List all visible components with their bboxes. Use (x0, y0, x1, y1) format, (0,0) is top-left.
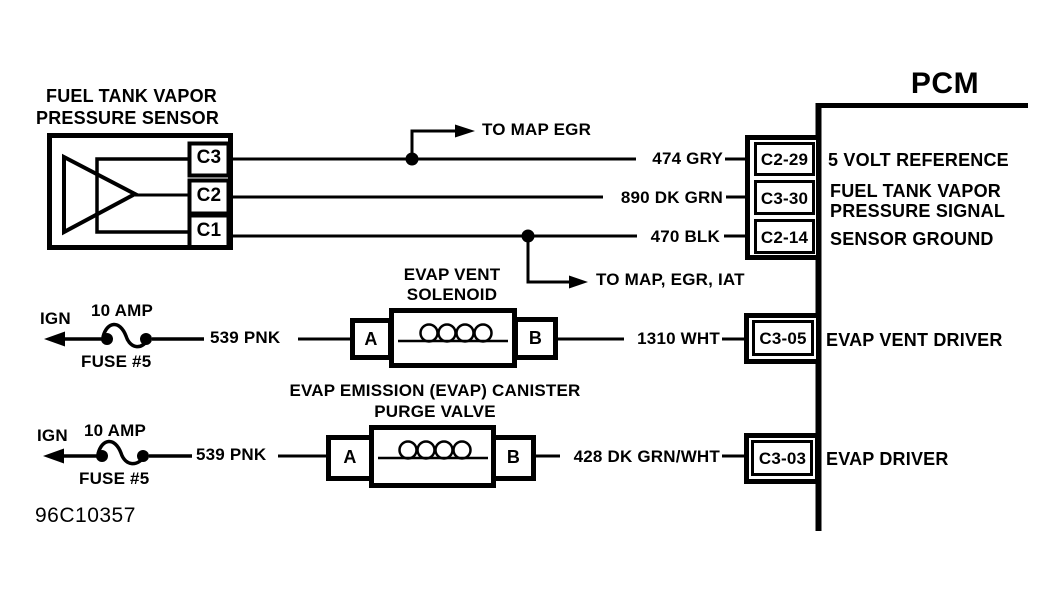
branch-line (410, 129, 457, 159)
wire-label-539-pnk-purge: 539 PNK (196, 445, 267, 464)
diagram-id-code: 96C10357 (35, 504, 136, 527)
purge-terminal-b: B (506, 447, 521, 467)
pcm-pin-c2-29: C2-29 (760, 150, 809, 169)
wire-label-470-blk: 470 BLK (650, 227, 720, 246)
branch-label-to-map-egr: TO MAP EGR (482, 120, 592, 139)
pin-box-c3-05 (752, 320, 814, 356)
purge-terminal-a: A (343, 447, 357, 467)
fuse-name-vent: FUSE #5 (81, 352, 152, 371)
pin-box-c2-14 (754, 219, 815, 254)
evap-vent-solenoid-circuit (44, 308, 746, 368)
arrow-right-icon (569, 275, 588, 289)
vent-terminal-b: B (528, 328, 543, 348)
sensor-triangle-icon (62, 153, 140, 236)
pcm-label-evap-driver: EVAP DRIVER (826, 449, 949, 469)
wire-label-539-pnk-vent: 539 PNK (210, 328, 281, 347)
pcm-pin-c3-30: C3-30 (760, 189, 809, 208)
wire-470-blk (230, 229, 748, 289)
wire-474-gry (230, 124, 748, 166)
pin-box-c2-29 (754, 142, 815, 176)
pcm-connector-group-top (745, 135, 821, 260)
ign-label-purge: IGN (37, 426, 68, 445)
vent-solenoid-title-line1: EVAP VENT (403, 265, 501, 284)
sensor-title-line2: PRESSURE SENSOR (36, 108, 220, 128)
branch-line (526, 236, 571, 284)
pcm-connector-c3-05 (744, 313, 821, 364)
fuse-element-icon (101, 322, 151, 349)
pcm-label-evap-vent-driver: EVAP VENT DRIVER (826, 330, 1003, 350)
pcm-label-signal-line2: PRESSURE SIGNAL (830, 201, 1006, 221)
coil-loop-icon (473, 323, 493, 343)
fuse-terminal-dot (140, 333, 152, 345)
coil-loop-icon (398, 440, 418, 460)
ign-label-vent: IGN (40, 309, 71, 328)
fuse-name-purge: FUSE #5 (79, 469, 150, 488)
ign-arrow-left-icon (43, 448, 64, 464)
purge-valve-title-line2: PURGE VALVE (374, 402, 496, 421)
terminal-b-box (491, 435, 536, 481)
fuse-rating-purge: 10 AMP (84, 421, 146, 440)
coil-loop-icon (416, 440, 436, 460)
terminal-b-box (513, 317, 558, 360)
sensor-internal-bracket (95, 157, 190, 234)
evap-canister-purge-valve-circuit (43, 425, 746, 488)
connector-group-outline (745, 135, 821, 260)
purge-valve-title-line1: EVAP EMISSION (EVAP) CANISTER (289, 381, 581, 400)
coil-loop-icon (452, 440, 472, 460)
pin-box-c3-30 (754, 180, 815, 215)
sensor-pin-c2: C2 (196, 185, 222, 206)
pcm-label-sensor-ground: SENSOR GROUND (830, 229, 994, 249)
coil-loop-icon (434, 440, 454, 460)
pcm-connector-c3-03 (744, 433, 820, 484)
fuse-rating-vent: 10 AMP (91, 301, 153, 320)
vent-terminal-a: A (364, 329, 378, 349)
pin-box-c3-03 (751, 440, 813, 476)
wire-label-474-gry: 474 GRY (652, 149, 723, 168)
fuse-element-icon (96, 439, 148, 466)
arrow-right-icon (455, 124, 475, 138)
wire-label-428-dk-grn-wht: 428 DK GRN/WHT (573, 447, 720, 466)
pcm-pin-c3-03: C3-03 (758, 449, 807, 468)
fuel-tank-vapor-pressure-sensor-symbol (47, 133, 233, 250)
wire-label-1310-wht: 1310 WHT (637, 329, 720, 348)
vent-solenoid-title-line2: SOLENOID (406, 285, 498, 304)
pcm-label-5v-reference: 5 VOLT REFERENCE (828, 150, 1009, 170)
pcm-label-signal-line1: FUEL TANK VAPOR (830, 181, 1002, 201)
pcm-pin-c3-05: C3-05 (759, 329, 807, 348)
pcm-pin-c2-14: C2-14 (760, 228, 809, 247)
sensor-pin-c3: C3 (196, 147, 222, 168)
sensor-pin-c1: C1 (196, 220, 222, 241)
pcm-title: PCM (910, 67, 980, 100)
coil-loop-icon (419, 323, 439, 343)
ign-arrow-left-icon (44, 331, 65, 347)
branch-label-to-map-egr-iat: TO MAP, EGR, IAT (596, 270, 745, 289)
coil-loop-icon (455, 323, 475, 343)
coil-loop-icon (437, 323, 457, 343)
sensor-title-line1: FUEL TANK VAPOR (46, 86, 218, 106)
wire-label-890-dk-grn: 890 DK GRN (620, 188, 723, 207)
